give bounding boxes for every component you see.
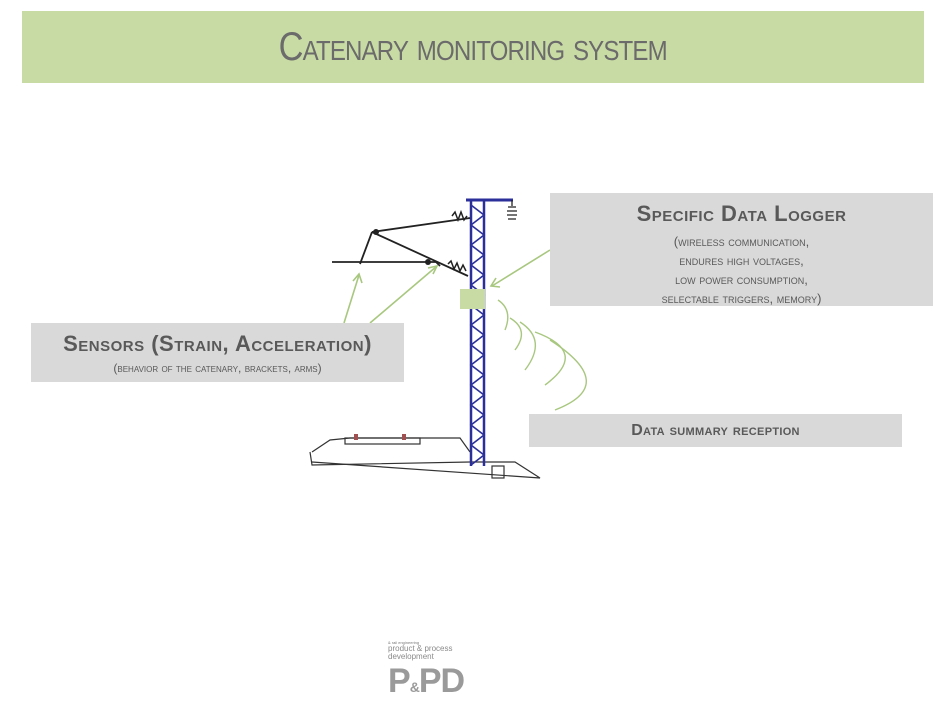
sensors-label: Sensors (Strain, Acceleration) (behavior…: [31, 323, 404, 382]
feature-line: selectable triggers, memory): [661, 291, 822, 306]
data-logger-unit: [460, 289, 485, 309]
insulator-lower-icon: [447, 259, 467, 273]
ppd-logo: & rail engineering product & process dev…: [388, 640, 488, 715]
reception-heading: Data summary reception: [631, 421, 800, 439]
track-bed: [309, 437, 541, 479]
logo-mark-p: P: [388, 662, 411, 700]
sensors-subtext: (behavior of the catenary, brackets, arm…: [113, 361, 322, 375]
logo-tagline: & rail engineering: [388, 640, 420, 645]
feature-line: low power consumption,: [675, 272, 808, 287]
data-logger-label: Specific Data Logger (wireless communica…: [550, 193, 933, 306]
data-logger-heading: Specific Data Logger: [636, 201, 847, 226]
logo-line2: development: [388, 652, 434, 661]
cantilever-arms: [332, 217, 471, 277]
data-logger-features: (wireless communication, endures high vo…: [550, 232, 933, 308]
logger-arrow: [489, 249, 551, 288]
rail-right-icon: [402, 434, 406, 440]
joint-left-icon: [373, 229, 379, 235]
mast: [466, 198, 513, 466]
insulator-top-icon: [507, 200, 517, 220]
reception-label: Data summary reception: [529, 414, 902, 447]
logo-mark-amp: &: [409, 679, 420, 695]
wireless-waves-icon: [497, 299, 587, 411]
feature-line: endures high voltages,: [679, 253, 804, 268]
logo-line1: product & process: [388, 644, 453, 653]
feature-line: (wireless communication,: [673, 234, 810, 249]
title-bar: Catenary monitoring system: [22, 11, 924, 83]
sensor-arrows: [343, 264, 439, 324]
logo-mark: P&PD: [388, 663, 488, 705]
insulator-upper-icon: [451, 209, 468, 223]
rail-left-icon: [354, 434, 358, 440]
page-title: Catenary monitoring system: [278, 24, 668, 69]
sensors-heading: Sensors (Strain, Acceleration): [63, 331, 372, 356]
logo-mark-pd: PD: [418, 662, 465, 700]
joint-mid-icon: [425, 259, 431, 265]
